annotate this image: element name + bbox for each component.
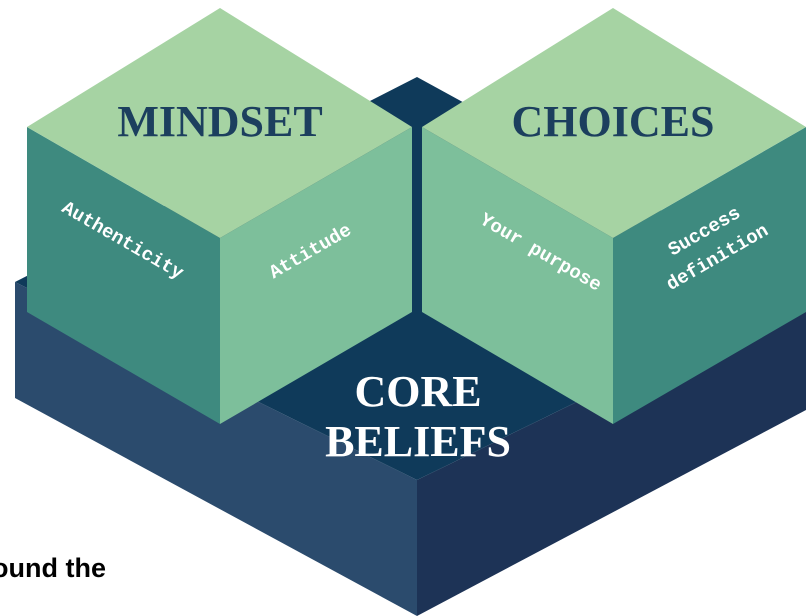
choices-cube-right-face [613,127,806,424]
caption-fragment: ound the [0,553,106,583]
choices-title: CHOICES [512,97,715,146]
mindset-cube-right-face [220,127,412,424]
mindset-cube-left-face [27,127,220,424]
core-beliefs-line2: BELIEFS [325,417,511,466]
mindset-title: MINDSET [117,97,322,146]
choices-cube: CHOICES Your purpose Success definition [422,8,806,424]
mindset-cube: MINDSET Authenticity Attitude [27,8,412,424]
base-side-right [417,290,806,616]
choices-cube-left-face [422,127,613,424]
mindset-cube-top-face [27,8,412,238]
base-side-left [15,282,417,616]
choices-cube-top-face [422,8,806,238]
core-beliefs-line1: CORE [354,367,481,416]
